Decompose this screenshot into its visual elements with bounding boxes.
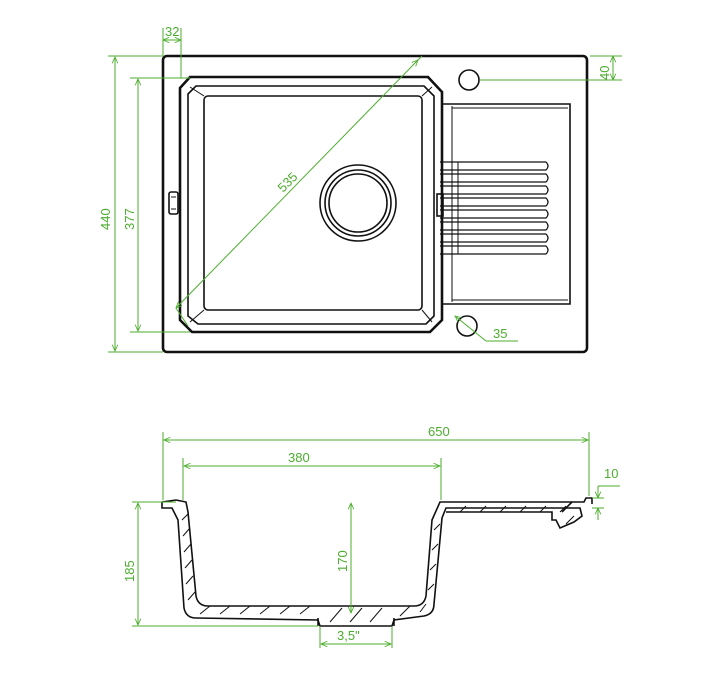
dim-edge-offset: 32 (165, 24, 179, 39)
dim-drain-size: 3,5" (337, 628, 360, 643)
section-view (161, 497, 593, 627)
sink-outline (161, 54, 589, 354)
section-outer-profile (161, 502, 583, 627)
bowl-middle-rim (187, 85, 435, 325)
dim-overall-width: 650 (428, 424, 450, 439)
section-inner-profile (175, 497, 593, 607)
section-view-dimensions: 650 380 10 185 170 3,5" (122, 424, 620, 648)
drain-icon (319, 164, 397, 242)
dim-bowl-height: 170 (335, 550, 350, 572)
overflow-slot (436, 193, 444, 217)
drainboard-ribs (440, 161, 549, 255)
bowl-inner-floor (203, 95, 423, 311)
section-hatching (181, 505, 575, 623)
tap-hole-top-icon (458, 69, 480, 91)
dim-tap-hole-diameter: 35 (493, 326, 507, 341)
dim-bowl-diagonal: 535 (275, 169, 301, 195)
dim-bowl-depth: 377 (122, 208, 137, 230)
dim-overall-depth: 440 (98, 208, 113, 230)
dim-tap-hole-offset: 40 (597, 66, 612, 80)
overflow-tab (168, 191, 179, 215)
dim-rim-thickness: 10 (604, 466, 618, 481)
tap-hole-bottom-icon (456, 315, 478, 337)
dim-overall-height: 185 (122, 560, 137, 582)
top-view-dimensions: 32 40 440 377 535 35 (98, 24, 622, 353)
drainboard (442, 103, 571, 305)
dim-bowl-width: 380 (288, 450, 310, 465)
top-view (161, 54, 589, 354)
bowl-outer-rim (178, 75, 444, 334)
